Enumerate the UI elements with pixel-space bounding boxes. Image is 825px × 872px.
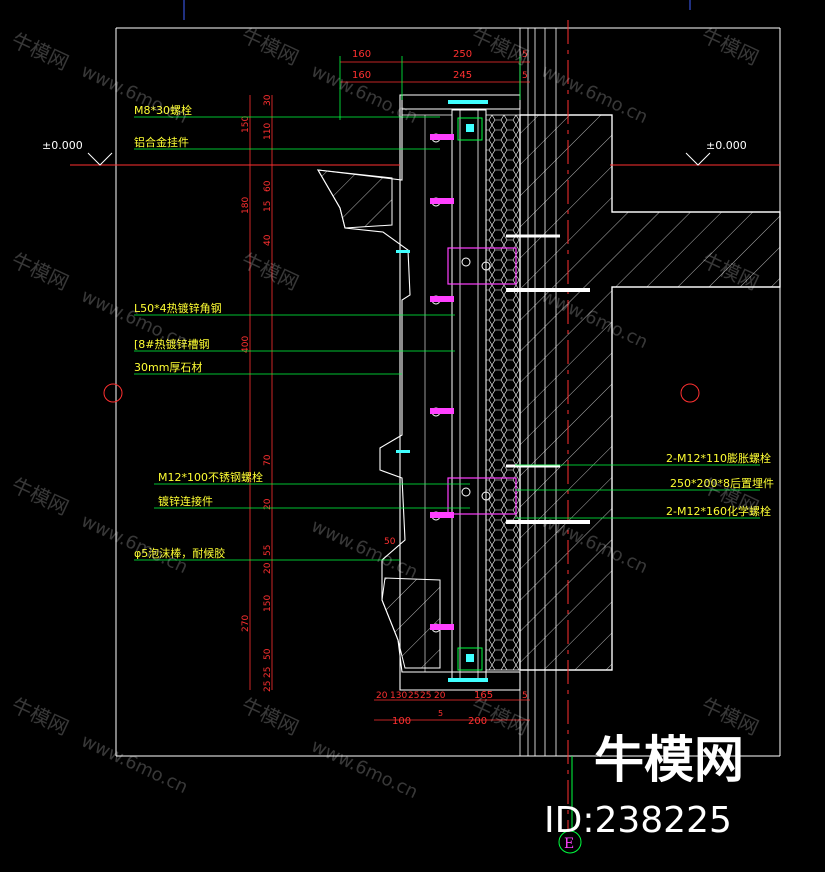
label-chemical-bolt: 2-M12*160化学螺栓 (666, 504, 771, 518)
axis-label: E (564, 836, 574, 852)
watermark-brand: 牛模网 (468, 23, 533, 70)
top-dim-4: 160 (352, 70, 371, 81)
bottom-dim-3: 25 (408, 691, 419, 701)
watermark-brand: 牛模网 (238, 23, 303, 70)
watermark-brand: 牛模网 (8, 248, 73, 295)
insulation-layer (485, 114, 521, 671)
mid-dim: 50 (384, 537, 396, 547)
leader-lines-right (515, 464, 760, 519)
vdim-outer-1: 150 (241, 116, 251, 133)
section-markers (103, 383, 700, 403)
bottom-dim-1: 20 (376, 691, 388, 701)
watermark-site: www.6mo.cn (78, 510, 191, 578)
drawing-frame (115, 0, 781, 757)
bottom-dim-10: 200 (468, 716, 487, 727)
steel-channel (451, 109, 487, 681)
top-dim-3: 5 (522, 50, 528, 60)
label-m12-bolt: M12*100不锈钢螺栓 (158, 470, 263, 484)
watermarks: 牛模网 www.6mo.cn 牛模网 www.6mo.cn 牛模网 www.6m… (8, 23, 763, 803)
top-dimensions: 160 250 5 160 245 5 (339, 49, 530, 120)
vdim-inner-13: 25 (263, 681, 273, 692)
top-dim-1: 160 (352, 49, 371, 60)
vdim-outer-3: 400 (241, 336, 251, 353)
bottom-dim-8: 100 (392, 716, 411, 727)
label-embed-plate: 250*200*8后置埋件 (670, 477, 774, 490)
label-angle-steel: L50*4热镀锌角钢 (134, 301, 222, 315)
label-foam-rod: φ5泡沫棒，耐候胶 (134, 546, 225, 560)
id-text: ID:238225 (544, 800, 732, 841)
vdim-inner-1: 30 (263, 94, 273, 106)
label-aluminum-hanger: 铝合金挂件 (134, 135, 189, 149)
watermark-brand: 牛模网 (8, 693, 73, 740)
edge-lines (519, 20, 573, 830)
bottom-dimensions: 20 130 25 25 20 165 5 100 5 200 (374, 690, 530, 727)
vdim-inner-5: 40 (263, 234, 273, 246)
top-dim-5: 245 (453, 70, 472, 81)
watermark-site: www.6mo.cn (308, 735, 421, 803)
vdim-outer-4: 270 (241, 615, 251, 632)
bottom-dim-6: 165 (474, 690, 493, 701)
bottom-dim-9: 5 (438, 709, 443, 718)
vdim-inner-9: 20 (263, 562, 273, 574)
top-dim-6: 5 (522, 71, 528, 81)
watermark-brand: 牛模网 (8, 473, 73, 520)
bottom-dim-2: 130 (390, 691, 407, 701)
label-stone: 30mm厚石材 (134, 360, 202, 374)
brackets (396, 100, 590, 682)
vdim-inner-2: 110 (263, 123, 273, 140)
vdim-inner-7: 20 (263, 498, 273, 510)
label-channel-steel: [8#热镀锌槽钢 (134, 337, 210, 351)
logo-text: 牛模网 (594, 731, 744, 789)
label-expansion-bolt: 2-M12*110膨胀螺栓 (666, 451, 771, 465)
vdim-inner-6: 70 (263, 454, 273, 466)
top-dim-2: 250 (453, 49, 472, 60)
logo-block: 牛模网 ID:238225 (544, 731, 744, 841)
vdim-inner-10: 150 (263, 595, 273, 612)
vdim-outer-2: 180 (241, 197, 251, 214)
callouts-right: 2-M12*110膨胀螺栓 250*200*8后置埋件 2-M12*160化学螺… (666, 451, 774, 518)
vertical-dimensions: 150 180 400 270 30 110 60 15 40 70 20 55… (241, 94, 396, 692)
vdim-inner-11: 50 (263, 648, 273, 660)
watermark-brand: 牛模网 (238, 248, 303, 295)
watermark-site: www.6mo.cn (78, 60, 191, 128)
vdim-inner-3: 60 (263, 180, 273, 192)
leader-lines-left (134, 116, 470, 561)
bottom-dim-5: 20 (434, 691, 446, 701)
vdim-inner-8: 55 (263, 545, 273, 556)
concrete-wall (519, 114, 781, 671)
axis-bubble: E (558, 830, 582, 854)
level-line: ±0.000 ±0.000 (42, 139, 780, 166)
bottom-dim-4: 25 (420, 691, 431, 701)
level-mark-left: ±0.000 (42, 139, 83, 152)
vdim-inner-4: 15 (263, 201, 273, 212)
label-connector: 镀锌连接件 (158, 494, 213, 508)
label-m8-bolt: M8*30螺栓 (134, 103, 192, 117)
watermark-site: www.6mo.cn (78, 730, 191, 798)
stone-cladding (316, 94, 521, 691)
callouts-left: M8*30螺栓 铝合金挂件 L50*4热镀锌角钢 [8#热镀锌槽钢 30mm厚石… (134, 103, 263, 560)
watermark-brand: 牛模网 (8, 28, 73, 75)
level-mark-right: ±0.000 (706, 139, 747, 152)
bottom-dim-7: 5 (522, 691, 528, 701)
vdim-inner-12: 25 (263, 667, 273, 678)
watermark-brand: 牛模网 (238, 693, 303, 740)
watermark-brand: 牛模网 (698, 23, 763, 70)
